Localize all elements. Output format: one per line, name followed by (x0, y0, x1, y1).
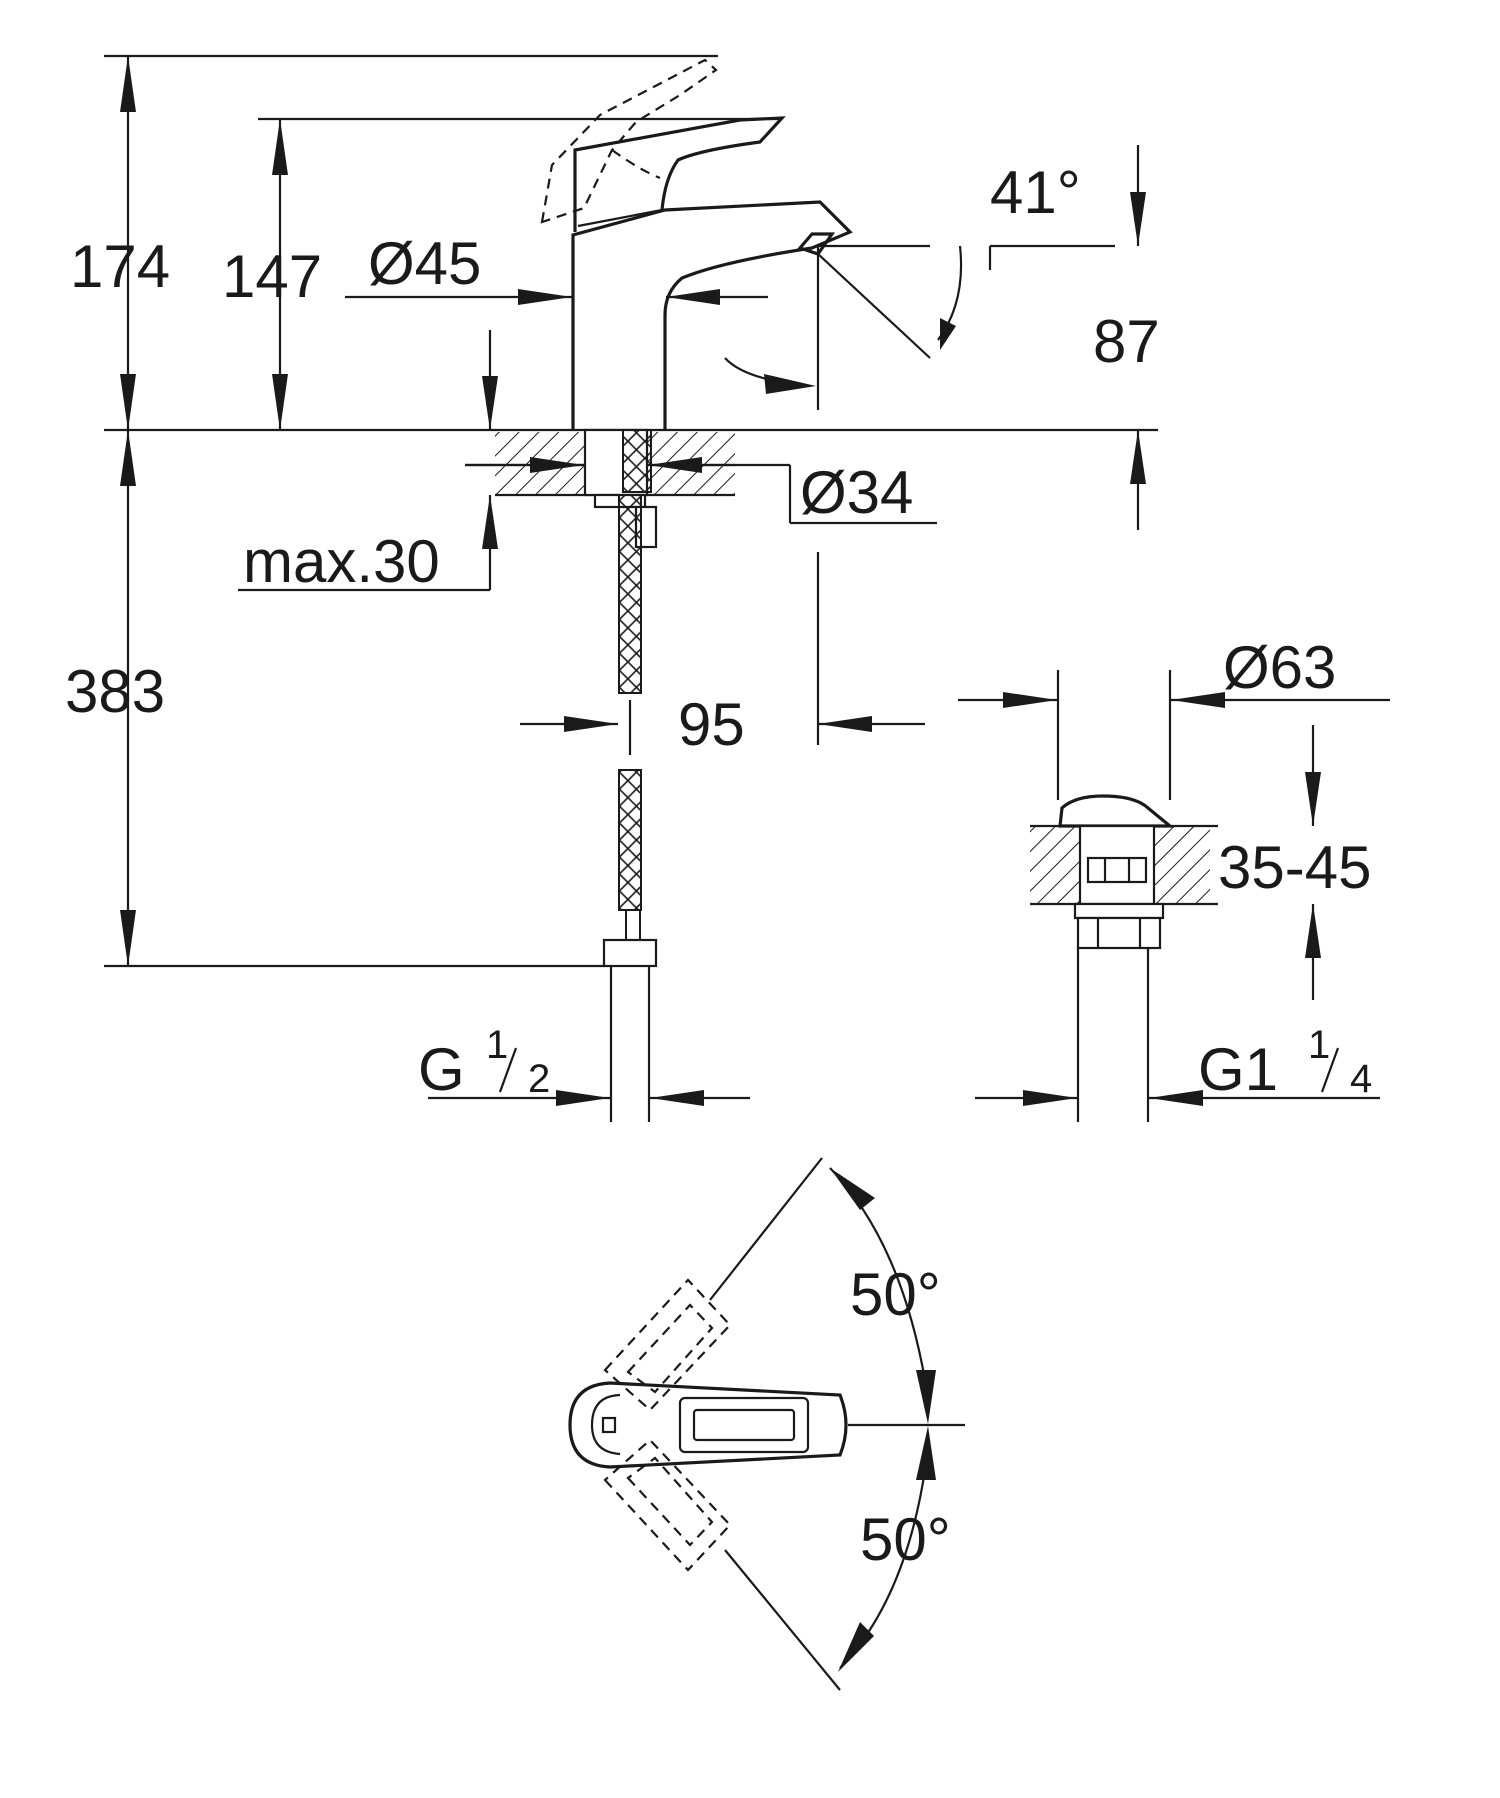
waste-assembly (1030, 794, 1218, 1122)
dim-rotation-lower: 50° (724, 1426, 951, 1691)
dim-lever-angle: 41° (817, 159, 1115, 359)
label-lever-angle: 41° (990, 159, 1081, 226)
dim-max-thickness: max.30 (238, 330, 498, 595)
label-height-spout: 147 (222, 243, 322, 310)
label-conn-left-num: 1 (486, 1023, 508, 1067)
label-conn-right-num: 1 (1308, 1023, 1330, 1067)
faucet-body (571, 200, 853, 430)
dim-connection-left: G 1 2 (418, 1023, 750, 1106)
dim-total-height: 174 (70, 56, 170, 430)
label-conn-left-den: 2 (528, 1057, 550, 1101)
dim-waste-range: 35-45 (1218, 725, 1371, 1000)
faucet-top-view (568, 1278, 848, 1572)
dim-hole-diameter: Ø34 (465, 457, 937, 526)
label-spout-height: 87 (1093, 308, 1160, 375)
label-rotation-lower: 50° (860, 1506, 951, 1573)
aerator (797, 232, 836, 256)
label-conn-right-prefix: G1 (1198, 1036, 1278, 1103)
label-height-total: 174 (70, 233, 170, 300)
lever (573, 116, 786, 232)
label-waste-diameter: Ø63 (1223, 634, 1336, 701)
label-spout-reach: 95 (678, 691, 745, 758)
lever-raised-dashed (540, 58, 718, 224)
label-rotation-upper: 50° (850, 1261, 941, 1328)
label-body-diameter: Ø45 (368, 230, 481, 297)
label-hole-diameter: Ø34 (800, 459, 913, 526)
label-max-thickness: max.30 (243, 528, 440, 595)
label-hose-length: 383 (65, 658, 165, 725)
dim-connection-right: G1 1 4 (975, 1023, 1380, 1106)
dim-spout-reach: 95 (520, 552, 925, 758)
label-conn-left-prefix: G (418, 1036, 465, 1103)
faucet-side-view (540, 58, 853, 430)
dim-hose-length: 383 (65, 430, 604, 968)
supply-hose (602, 494, 658, 1122)
dim-spout-vertical: 87 (724, 145, 1160, 530)
dim-rotation-upper: 50° (709, 1157, 965, 1427)
dim-waste-diameter: Ø63 (958, 634, 1390, 800)
dim-body-diameter: Ø45 (345, 230, 768, 305)
dim-spout-height: 147 (222, 119, 322, 430)
label-conn-right-den: 4 (1350, 1057, 1372, 1101)
label-waste-range: 35-45 (1218, 834, 1371, 901)
